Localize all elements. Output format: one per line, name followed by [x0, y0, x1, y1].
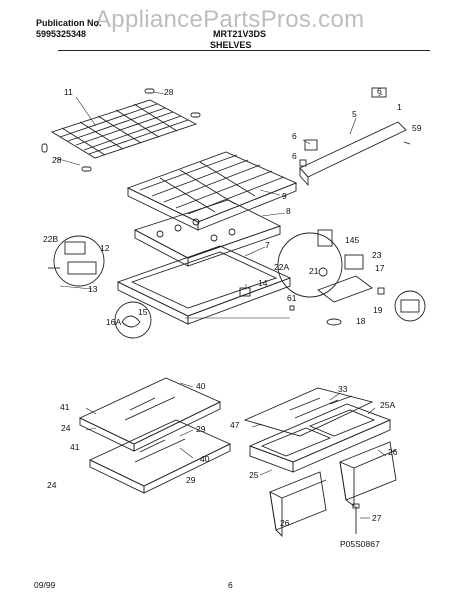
- callout-59: 59: [412, 123, 422, 133]
- callout-25a: 25A: [380, 400, 395, 410]
- shelf-pins: [41, 88, 201, 172]
- callout-14: 14: [258, 278, 268, 288]
- callout-22a: 22A: [274, 262, 289, 272]
- leader-lines: [54, 91, 387, 519]
- control-detail-left: [48, 235, 105, 287]
- watermark: AppliancePartsPros.com: [95, 6, 365, 33]
- callout-24a: 24: [61, 423, 71, 433]
- callout-29a: 29: [196, 424, 206, 434]
- callout-33: 33: [338, 384, 348, 394]
- callout-47: 47: [230, 420, 240, 430]
- callout-8: 8: [286, 206, 291, 216]
- crisper-drawer-right: [339, 441, 397, 507]
- callout-41b: 41: [70, 442, 80, 452]
- callout-1: 1: [397, 102, 402, 112]
- lower-tray: [116, 245, 292, 325]
- rear-rail: [299, 87, 411, 187]
- callout-12: 12: [100, 243, 110, 253]
- callout-19: 19: [373, 305, 383, 315]
- header-rule: [58, 50, 430, 51]
- callout-40b: 40: [200, 454, 210, 464]
- callout-40a: 40: [196, 381, 206, 391]
- callout-27: 27: [372, 513, 382, 523]
- callout-9: 9: [282, 191, 287, 201]
- callout-22b: 22B: [43, 234, 58, 244]
- publication-date: 09/99: [34, 580, 56, 590]
- callout-18: 18: [356, 316, 366, 326]
- callout-26b: 26: [280, 518, 290, 528]
- callout-labels: 11 28 28 6 6 1 5 59 6 9 8 7 22B 12 13 14…: [43, 86, 422, 528]
- callout-25: 25: [249, 470, 259, 480]
- callout-21: 21: [309, 266, 319, 276]
- wire-shelf: [50, 99, 198, 159]
- damper-detail: [114, 301, 152, 339]
- grille-shelf: [126, 151, 298, 231]
- model-number: MRT21V3DS: [213, 29, 267, 39]
- callout-5: 5: [352, 109, 357, 119]
- glass-shelf-upper: [78, 377, 222, 452]
- callout-6a: 6: [377, 86, 382, 96]
- callout-23: 23: [372, 250, 382, 260]
- crisper-frame: [248, 395, 392, 473]
- crisper-drawer-left: [269, 471, 327, 538]
- callout-16a: 16A: [106, 317, 121, 327]
- callout-11: 11: [64, 87, 73, 97]
- callout-28b: 28: [52, 155, 62, 165]
- callout-15: 15: [138, 307, 148, 317]
- callout-29b: 29: [186, 475, 196, 485]
- diagram-code: P05S0867: [340, 539, 380, 549]
- publication-label: Publication No.: [36, 18, 102, 28]
- callout-41a: 41: [60, 402, 70, 412]
- connector-detail: [394, 290, 426, 322]
- callout-61: 61: [287, 293, 297, 303]
- callout-28a: 28: [164, 87, 174, 97]
- screw-part: [352, 503, 360, 534]
- callout-6c: 6: [292, 151, 297, 161]
- callout-7: 7: [265, 240, 270, 250]
- thermostat-detail: [277, 229, 385, 326]
- callout-17: 17: [375, 263, 385, 273]
- page-number: 6: [228, 580, 233, 590]
- callout-6b: 6: [292, 131, 297, 141]
- callout-24b: 24: [47, 480, 57, 490]
- glass-shelf-lower: [88, 419, 232, 494]
- callout-26a: 26: [388, 447, 398, 457]
- crisper-cover-glass: [243, 387, 374, 437]
- section-title: SHELVES: [210, 40, 252, 50]
- callout-145: 145: [345, 235, 359, 245]
- publication-number: 5995325348: [36, 29, 87, 39]
- callout-13: 13: [88, 284, 98, 294]
